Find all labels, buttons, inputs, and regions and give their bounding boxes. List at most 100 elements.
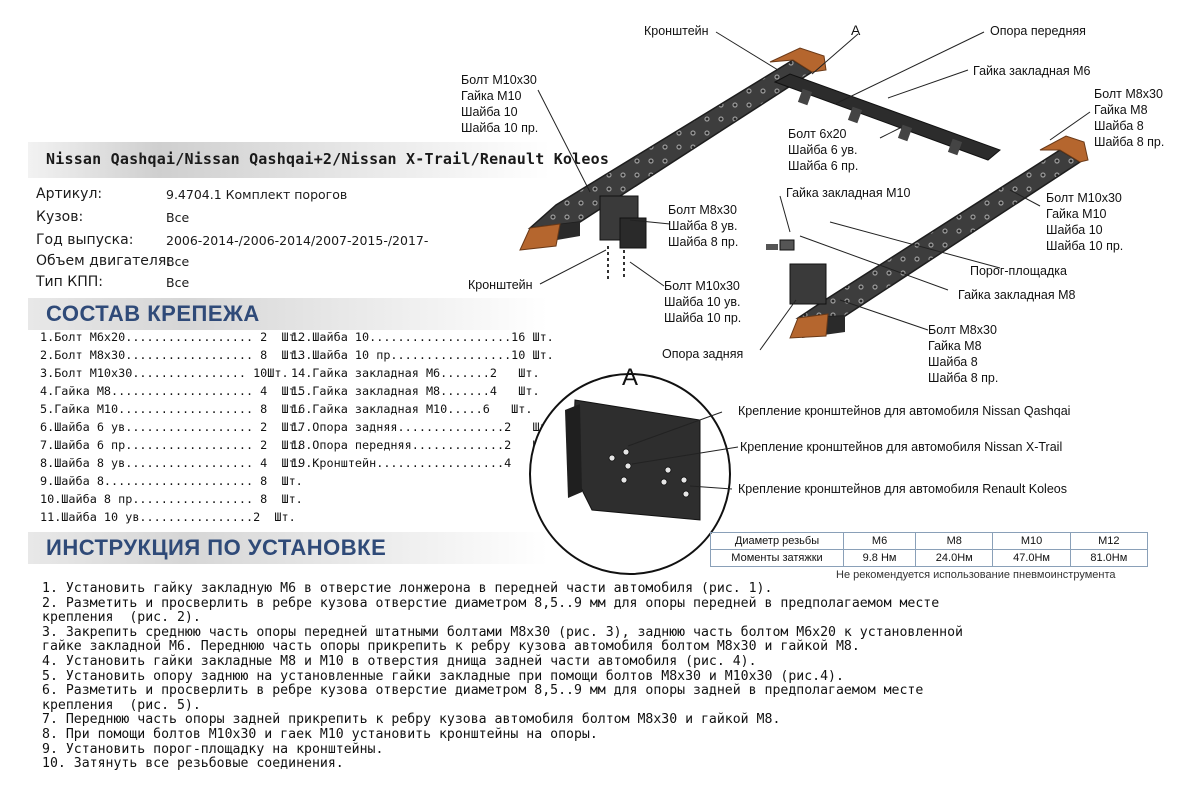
table-cell: М10: [992, 532, 1071, 550]
fasteners-title-bar: [28, 298, 548, 330]
right-step-rear-cap: [789, 313, 829, 339]
label-line: Шайба 10: [461, 105, 518, 119]
instruction-line: 9. Установить порог-площадку на кронштей…: [42, 741, 384, 757]
instructions-title: ИНСТРУКЦИЯ ПО УСТАНОВКЕ: [46, 535, 387, 560]
list-item: 14.Гайка закладная М6.......2 Шт.: [291, 366, 540, 380]
list-item: 6.Шайба 6 ув.................. 2 Шт.: [40, 420, 303, 434]
left-step-front-cap: [769, 47, 827, 73]
spec-label-article: Артикул:: [36, 186, 103, 202]
label-bolt-m10-right: Болт М10х30 Гайка М10 Шайба 10 Шайба 10 …: [1046, 190, 1123, 254]
instruction-line: 2. Разметить и просверлить в ребре кузов…: [42, 595, 940, 611]
spec-value-article: 9.4704.1 Комплект порогов: [166, 187, 348, 202]
spec-label-gearbox: Тип КПП:: [36, 274, 103, 290]
label-line: Болт М10х30: [1046, 191, 1122, 205]
table-cell: Моменты затяжки: [710, 549, 844, 567]
instructions-list: 1. Установить гайку закладную М6 в отвер…: [42, 581, 1162, 772]
right-step-front-cap: [1039, 135, 1089, 163]
table-cell: 47.0Нм: [992, 549, 1071, 567]
label-nut-m8: Гайка закладная М8: [958, 288, 1076, 302]
title-bar: [28, 142, 550, 178]
label-line: Шайба 8: [1094, 119, 1144, 133]
left-step-platform: [519, 47, 827, 251]
product-title: Nissan Qashqai/Nissan Qashqai+2/Nissan X…: [46, 150, 610, 168]
fasteners-list-left: 1.Болт М6х20.................. 2 Шт. 2.Б…: [40, 330, 303, 530]
spec-value-year: 2006-2014-/2006-2014/2007-2015-/2017-: [166, 233, 429, 248]
label-bolt-m8-mid: Болт М8х30 Шайба 8 ув. Шайба 8 пр.: [668, 202, 738, 250]
label-line: Шайба 8: [928, 355, 978, 369]
spec-label-year: Год выпуска:: [36, 232, 134, 248]
label-bolt-m10-mid: Болт М10х30 Шайба 10 ув. Шайба 10 пр.: [664, 278, 741, 326]
label-line: Гайка М8: [928, 339, 982, 353]
label-nut-m10: Гайка закладная М10: [786, 186, 911, 200]
spec-label-body: Кузов:: [36, 209, 84, 225]
instruction-line: крепления (рис. 5).: [42, 697, 201, 713]
table-cell: М8: [915, 532, 994, 550]
label-line: Шайба 10: [1046, 223, 1103, 237]
instruction-line: крепления (рис. 2).: [42, 610, 201, 626]
table-cell: М12: [1069, 532, 1149, 550]
list-item: 7.Шайба 6 пр.................. 2 Шт.: [40, 438, 303, 452]
label-line: Шайба 8 пр.: [928, 371, 999, 385]
label-mount-koleos: Крепление кронштейнов для автомобиля Ren…: [738, 482, 1067, 496]
label-line: Болт М8х30: [1094, 87, 1163, 101]
list-item: 12.Шайба 10....................16 Шт.: [291, 330, 554, 344]
bracket-left: [599, 195, 647, 280]
instruction-line: 10. Затянуть все резьбовые соединения.: [42, 756, 344, 772]
detail-a-letter: A: [622, 364, 639, 391]
instruction-line: 6. Разметить и просверлить в ребре кузов…: [42, 683, 924, 699]
list-item: 15.Гайка закладная М8.......4 Шт.: [291, 384, 540, 398]
label-line: Гайка М8: [1094, 103, 1148, 117]
label-rear-support: Опора задняя: [662, 347, 744, 361]
label-line: Шайба 10 ув.: [664, 295, 741, 309]
label-bracket-top: Кронштейн: [644, 24, 709, 38]
label-bolt-6x20: Болт 6х20 Шайба 6 ув. Шайба 6 пр.: [788, 126, 858, 174]
label-bolt-m10-left: Болт М10х30 Гайка М10 Шайба 10 Шайба 10 …: [461, 72, 538, 136]
label-line: Шайба 10 пр.: [664, 311, 742, 325]
instructions-title-bar: [28, 532, 548, 564]
detail-a-view: [529, 373, 739, 575]
label-line: Гайка М10: [461, 89, 522, 103]
list-item: 5.Гайка М10................... 8 Шт.: [40, 402, 303, 416]
label-line: Болт М10х30: [664, 279, 740, 293]
spec-label-engine: Объем двигателя:: [36, 253, 171, 269]
instruction-line: гайке закладной М6. Переднюю часть опоры…: [42, 639, 860, 655]
instruction-line: 5. Установить опору заднюю на установлен…: [42, 668, 844, 684]
leader-lines: [537, 31, 1091, 351]
label-front-support: Опора передняя: [990, 24, 1086, 38]
label-line: Болт М8х30: [668, 203, 737, 217]
instruction-line: 3. Закрепить среднюю часть опоры передне…: [42, 624, 963, 640]
assembly-diagram: [519, 31, 1091, 575]
label-line: Болт 6х20: [788, 127, 847, 141]
table-row: Моменты затяжки 9.8 Нм 24.0Нм 47.0Нм 81.…: [710, 549, 1149, 567]
front-support-rail: [773, 73, 1001, 161]
instruction-line: 7. Переднюю часть опоры задней прикрепит…: [42, 712, 781, 728]
table-row: Диаметр резьбы М6 М8 М10 М12: [710, 532, 1149, 550]
label-nut-m6: Гайка закладная М6: [973, 64, 1091, 78]
instruction-line: 1. Установить гайку закладную М6 в отвер…: [42, 581, 773, 596]
torque-table: Диаметр резьбы М6 М8 М10 М12 Моменты зат…: [710, 532, 1149, 567]
label-bolt-m8-lower: Болт М8х30 Гайка М8 Шайба 8 Шайба 8 пр.: [928, 322, 998, 386]
list-item: 2.Болт М8х30.................. 8 Шт.: [40, 348, 303, 362]
label-line: Гайка М10: [1046, 207, 1107, 221]
table-cell: М6: [842, 532, 917, 550]
left-step-rear-cap: [519, 223, 561, 251]
list-item: 11.Шайба 10 ув................2 Шт.: [40, 510, 296, 524]
label-line: Шайба 8 ув.: [668, 219, 738, 233]
label-line: Шайба 8 пр.: [668, 235, 739, 249]
label-bolt-m8-right: Болт М8х30 Гайка М8 Шайба 8 Шайба 8 пр.: [1094, 86, 1164, 150]
label-line: Шайба 6 ув.: [788, 143, 858, 157]
label-line: Болт М8х30: [928, 323, 997, 337]
list-item: 9.Шайба 8..................... 8 Шт.: [40, 474, 303, 488]
list-item: 8.Шайба 8 ув.................. 4 Шт.: [40, 456, 303, 470]
label-mount-xtrail: Крепление кронштейнов для автомобиля Nis…: [740, 440, 1063, 454]
list-item: 1.Болт М6х20.................. 2 Шт.: [40, 330, 303, 344]
label-step-platform: Порог-площадка: [970, 264, 1067, 278]
fasteners-title: СОСТАВ КРЕПЕЖА: [46, 301, 260, 326]
list-item: 3.Болт М10х30................ 10Шт.: [40, 366, 289, 380]
list-item: 10.Шайба 8 пр................. 8 Шт.: [40, 492, 303, 506]
list-item: 4.Гайка М8.................... 4 Шт.: [40, 384, 303, 398]
table-cell: 9.8 Нм: [842, 549, 917, 567]
label-mount-qashqai: Крепление кронштейнов для автомобиля Nis…: [738, 404, 1071, 418]
torque-note: Не рекомендуется использование пневмоинс…: [836, 569, 1116, 581]
label-letter-a: A: [851, 22, 861, 38]
